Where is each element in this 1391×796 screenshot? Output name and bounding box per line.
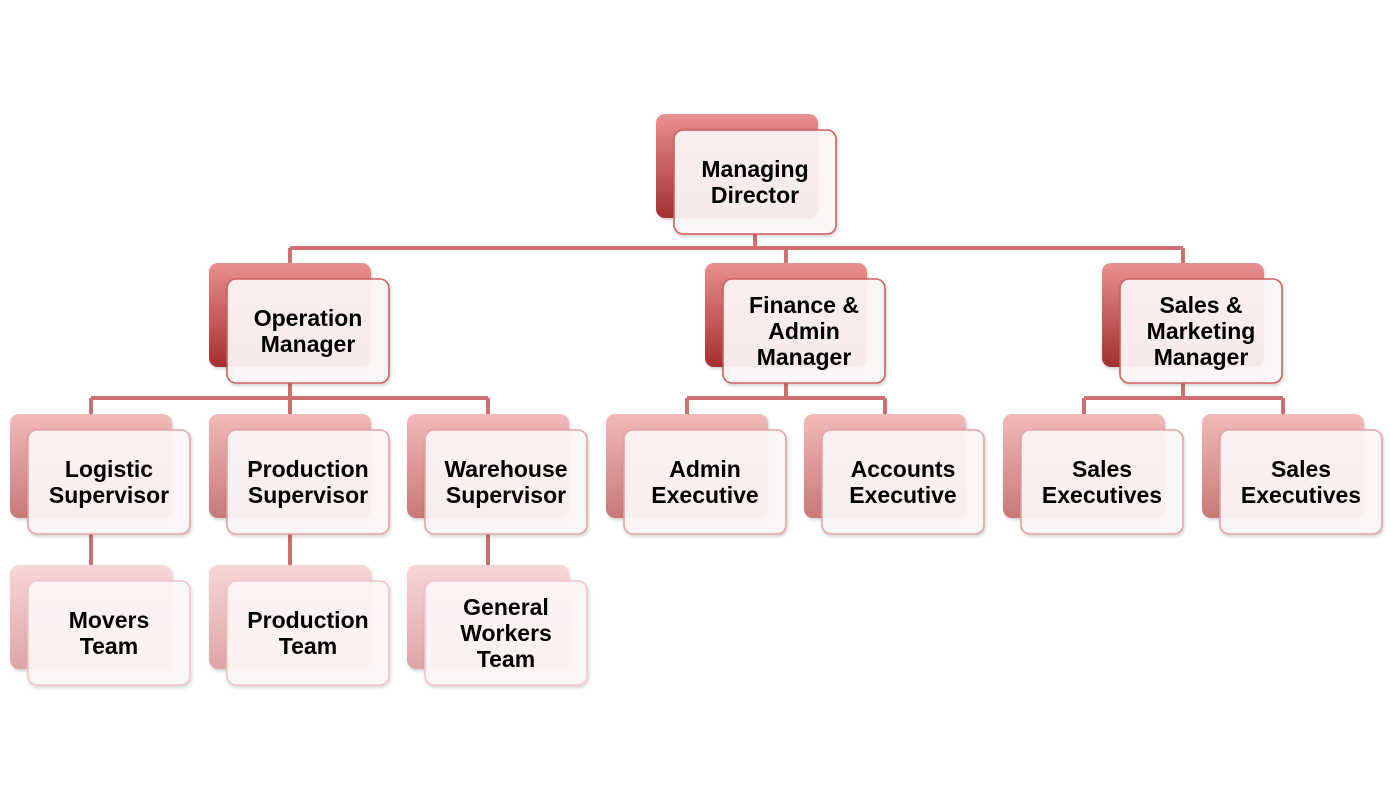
node-label-line: Managing (701, 156, 808, 182)
node-label-line: Supervisor (49, 482, 169, 508)
node-front-movers (27, 580, 191, 686)
node-front-operation (226, 278, 390, 384)
node-front-general-workers (424, 580, 588, 686)
node-label-line: Supervisor (446, 482, 566, 508)
node-front-sales (1119, 278, 1283, 384)
connector-lines (89, 232, 1285, 567)
node-front-production-team (226, 580, 390, 686)
node-front-warehouse (424, 429, 588, 535)
node-label-line: Manager (1154, 344, 1249, 370)
node-label-line: Marketing (1147, 318, 1256, 344)
node-label-line: Accounts (851, 456, 956, 482)
node-label-line: Team (477, 646, 535, 672)
node-front-finance (722, 278, 886, 384)
node-label-line: Production (247, 607, 368, 633)
node-label-line: Team (80, 633, 138, 659)
node-label-line: Operation (254, 305, 363, 331)
node-label-line: General (463, 594, 549, 620)
node-label-line: Executive (651, 482, 758, 508)
node-front-accounts-exec (821, 429, 985, 535)
node-front-sales-exec-1 (1020, 429, 1184, 535)
node-label-line: Admin (669, 456, 741, 482)
node-front-managing-director (673, 129, 837, 235)
node-label-line: Supervisor (248, 482, 368, 508)
node-label-line: Sales (1072, 456, 1132, 482)
node-label-line: Executive (849, 482, 956, 508)
node-label-line: Sales (1271, 456, 1331, 482)
node-label-line: Manager (757, 344, 852, 370)
node-label-line: Sales & (1159, 292, 1242, 318)
node-label-line: Manager (261, 331, 356, 357)
node-front-production (226, 429, 390, 535)
node-label-line: Executives (1241, 482, 1361, 508)
node-label-line: Movers (69, 607, 150, 633)
node-label-line: Logistic (65, 456, 153, 482)
node-label-line: Workers (460, 620, 552, 646)
node-label-line: Executives (1042, 482, 1162, 508)
node-label-line: Warehouse (444, 456, 567, 482)
node-front-admin-exec (623, 429, 787, 535)
node-label-line: Admin (768, 318, 840, 344)
node-front-sales-exec-2 (1219, 429, 1383, 535)
node-label-line: Director (711, 182, 799, 208)
node-label-line: Finance & (749, 292, 859, 318)
node-label-line: Production (247, 456, 368, 482)
node-label-line: Team (279, 633, 337, 659)
node-front-logistic (27, 429, 191, 535)
